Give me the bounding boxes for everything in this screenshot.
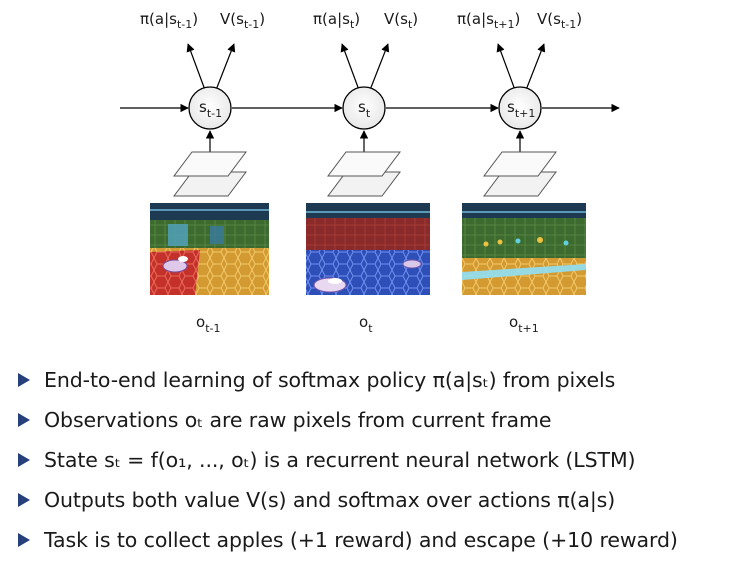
timestep-next: π(a|st+1) V(st-1) st+1 ot+1 — [457, 10, 586, 335]
value-arrow — [215, 43, 236, 91]
bullet-item: Observations oₜ are raw pixels from curr… — [18, 400, 742, 440]
triangle-bullet-icon — [18, 533, 30, 547]
policy-arrow — [496, 43, 516, 91]
value-arrow — [525, 43, 546, 91]
policy-label: π(a|st+1) — [457, 10, 520, 31]
state-node — [188, 86, 232, 130]
lstm-diagram: π(a|st-1) V(st-1) st-1 — [120, 10, 620, 335]
triangle-bullet-icon — [18, 373, 30, 387]
game-frame-green-room-apples-icon — [462, 203, 586, 295]
bullet-text: Task is to collect apples (+1 reward) an… — [44, 528, 678, 552]
triangle-bullet-icon — [18, 493, 30, 507]
state-label: st+1 — [507, 98, 535, 120]
game-frame-red-yellow-floor-icon — [150, 203, 269, 295]
bullet-text: State sₜ = f(o₁, ..., oₜ) is a recurrent… — [44, 448, 636, 472]
policy-label: π(a|st) — [313, 10, 360, 31]
value-label: V(st) — [384, 10, 418, 31]
bullet-item: Outputs both value V(s) and softmax over… — [18, 480, 742, 520]
triangle-bullet-icon — [18, 453, 30, 467]
policy-label: π(a|st-1) — [140, 10, 198, 31]
policy-arrow — [340, 43, 360, 91]
state-node — [498, 86, 542, 130]
value-label: V(st-1) — [537, 10, 582, 31]
conv-layers-icon — [173, 151, 247, 197]
observation-label: ot+1 — [509, 313, 539, 335]
bullet-item: State sₜ = f(o₁, ..., oₜ) is a recurrent… — [18, 440, 742, 480]
policy-arrow — [186, 43, 206, 91]
bullet-list: End-to-end learning of softmax policy π(… — [18, 360, 742, 560]
bullet-item: Task is to collect apples (+1 reward) an… — [18, 520, 742, 560]
observation-label: ot-1 — [196, 313, 220, 335]
bullet-text: End-to-end learning of softmax policy π(… — [44, 368, 616, 392]
bullet-text: Observations oₜ are raw pixels from curr… — [44, 408, 552, 432]
state-label: st — [358, 98, 371, 120]
bullet-item: End-to-end learning of softmax policy π(… — [18, 360, 742, 400]
bullet-text: Outputs both value V(s) and softmax over… — [44, 488, 616, 512]
timestep-current: π(a|st) V(st) st ot — [306, 10, 430, 335]
value-label: V(st-1) — [220, 10, 265, 31]
timestep-prev: π(a|st-1) V(st-1) st-1 — [140, 10, 269, 335]
observation-label: ot — [359, 313, 373, 335]
conv-layers-icon — [327, 151, 401, 197]
conv-layers-icon — [483, 151, 557, 197]
game-frame-blue-hex-floor-icon — [306, 203, 430, 295]
value-arrow — [369, 43, 390, 91]
state-node — [342, 86, 386, 130]
state-label: st-1 — [199, 98, 222, 120]
triangle-bullet-icon — [18, 413, 30, 427]
